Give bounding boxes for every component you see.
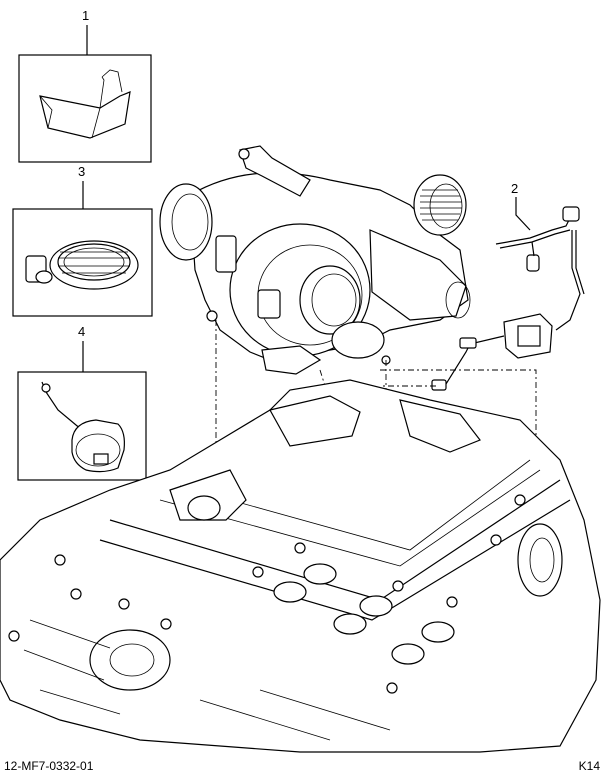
callout-4: 4 xyxy=(78,324,86,339)
engine-block xyxy=(0,379,601,753)
heat-shield-part xyxy=(39,69,131,139)
callout-2: 2 xyxy=(511,181,519,196)
turbocharger-assembly xyxy=(159,145,471,375)
sensor-harness-part xyxy=(431,206,585,391)
callout-2-leader xyxy=(515,197,531,231)
callout-1: 1 xyxy=(82,8,90,23)
detail-box-1 xyxy=(18,25,152,163)
detail-box-4 xyxy=(17,341,147,481)
drawing-number: 12-MF7-0332-01 xyxy=(4,759,94,773)
callout-3: 3 xyxy=(78,164,86,179)
hose-clamp-part xyxy=(25,240,139,290)
detail-box-3 xyxy=(12,181,153,317)
sheet-code: K14 xyxy=(578,759,600,773)
actuator-part xyxy=(41,381,125,473)
breather-filter xyxy=(413,174,467,236)
